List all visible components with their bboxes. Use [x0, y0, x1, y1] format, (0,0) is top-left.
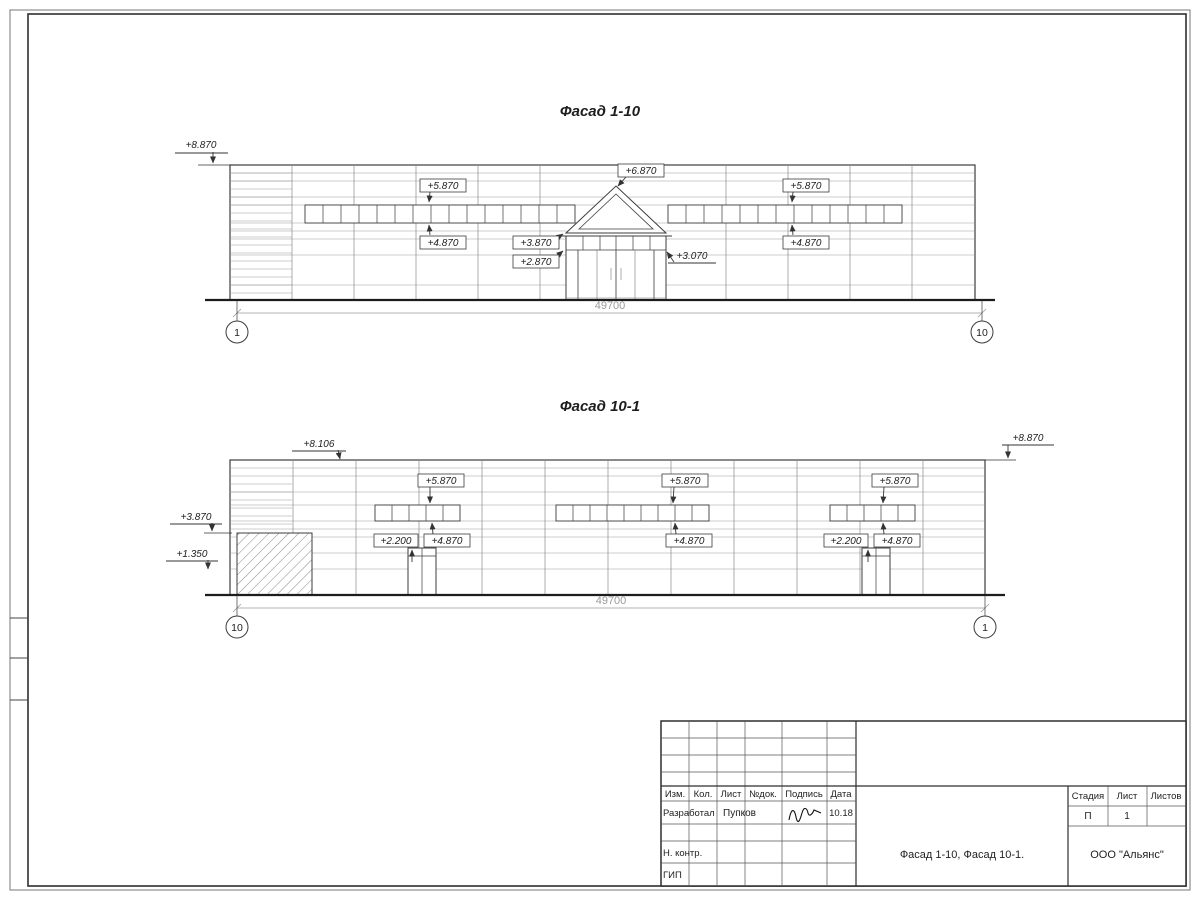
elevation-mark: +5.870 — [791, 181, 822, 192]
elevation-mark: +8.870 — [186, 140, 217, 151]
elevation-mark: +6.870 — [626, 166, 657, 177]
titleblock-sheets-label: Листов — [1151, 791, 1182, 802]
facade1-title: Фасад 1-10 — [560, 103, 641, 120]
title-block-column-lines — [688, 721, 828, 886]
elevation-mark: +4.870 — [791, 238, 822, 249]
facade2-window-ribbon-c — [829, 504, 916, 522]
facade2-column-lines — [292, 460, 924, 595]
title-block-main-dividers — [661, 721, 1186, 886]
signature-icon — [788, 807, 822, 823]
elevation-mark: +8.870 — [1013, 433, 1044, 444]
facade2-louver-grille — [236, 532, 313, 596]
titleblock-header-kol: Кол. — [694, 789, 713, 800]
facade1-window-ribbon-left — [304, 204, 576, 224]
elevation-mark: +2.200 — [831, 536, 862, 547]
facade1-endbay-joints — [230, 172, 292, 294]
facade2-window-ribbon-b — [555, 504, 710, 522]
titleblock-role-razrab: Разработал — [663, 808, 715, 819]
facade1-window-ribbon-right — [667, 204, 903, 224]
facade1-leaders — [175, 152, 796, 264]
elevation-mark: +4.870 — [674, 536, 705, 547]
titleblock-header-izm: Изм. — [665, 789, 685, 800]
titleblock-company: ООО "Альянс" — [1090, 849, 1164, 861]
titleblock-header-podpis: Подпись — [785, 789, 823, 800]
titleblock-header-data: Дата — [830, 789, 852, 800]
facade1-entrance — [560, 185, 672, 301]
elevation-mark: +5.870 — [880, 476, 911, 487]
facade2-label-boxes — [373, 473, 921, 548]
facade-10-1-drawing: Фасад 10-1 +8.106 +8.870 +3.870 +1.350 +… — [166, 398, 1054, 639]
overall-dimension: 49700 — [596, 595, 627, 607]
sheet-frame — [9, 9, 1191, 891]
titleblock-header-list: Лист — [721, 789, 742, 800]
facade2-leaders — [166, 444, 1054, 570]
titleblock-doc-title: Фасад 1-10, Фасад 10-1. — [900, 849, 1024, 861]
left-margin-stamp-boxes — [10, 617, 28, 701]
facade2-axis-bubbles — [225, 596, 997, 639]
facade1-label-boxes — [419, 163, 830, 269]
titleblock-date-razrab: 10.18 — [829, 808, 853, 819]
elevation-mark: +5.870 — [428, 181, 459, 192]
overall-dimension: 49700 — [595, 300, 626, 312]
facade2-window-ribbon-a — [374, 504, 461, 522]
elevation-mark: +2.870 — [521, 257, 552, 268]
elevation-mark: +5.870 — [426, 476, 457, 487]
elevation-mark: +8.106 — [304, 439, 335, 450]
facade1-axis-bubbles — [225, 301, 994, 344]
titleblock-role-nkontr: Н. контр. — [663, 848, 702, 859]
titleblock-role-gip: ГИП — [663, 870, 682, 881]
entrance-canopy-icon — [564, 185, 668, 234]
titleblock-name-razrab: Пупков — [723, 808, 756, 819]
titleblock-sheet-value: 1 — [1124, 811, 1130, 822]
axis-bubble-label: 10 — [231, 622, 243, 634]
axis-bubble-label: 1 — [234, 327, 240, 339]
title-block-stage-grid — [1068, 786, 1186, 827]
elevation-mark: +5.870 — [670, 476, 701, 487]
title-block-row-lines — [661, 737, 856, 864]
titleblock-stage-value: П — [1084, 811, 1091, 822]
elevation-mark: +3.870 — [181, 512, 212, 523]
titleblock-sheet-label: Лист — [1117, 791, 1138, 802]
elevation-mark: +1.350 — [177, 549, 208, 560]
facade-1-10-drawing: Фасад 1-10 +8.870 +6.870 +5.870 +5.870 +… — [175, 103, 995, 344]
titleblock-header-ndok: №док. — [749, 789, 777, 800]
elevation-mark: +4.870 — [432, 536, 463, 547]
elevation-mark: +2.200 — [381, 536, 412, 547]
elevation-mark: +3.870 — [521, 238, 552, 249]
facade2-door-b — [861, 547, 891, 596]
elevation-mark: +4.870 — [882, 536, 913, 547]
axis-bubble-label: 10 — [976, 327, 988, 339]
facade1-column-lines — [291, 165, 913, 300]
elevation-mark: +4.870 — [428, 238, 459, 249]
facade2-title: Фасад 10-1 — [560, 398, 640, 415]
title-block: Изм. Кол. Лист №док. Подпись Дата Разраб… — [660, 720, 1187, 887]
elevation-mark: +3.070 — [677, 251, 708, 262]
titleblock-stage-label: Стадия — [1072, 791, 1104, 802]
facade2-endbay-joints — [230, 483, 292, 525]
axis-bubble-label: 1 — [982, 622, 988, 634]
